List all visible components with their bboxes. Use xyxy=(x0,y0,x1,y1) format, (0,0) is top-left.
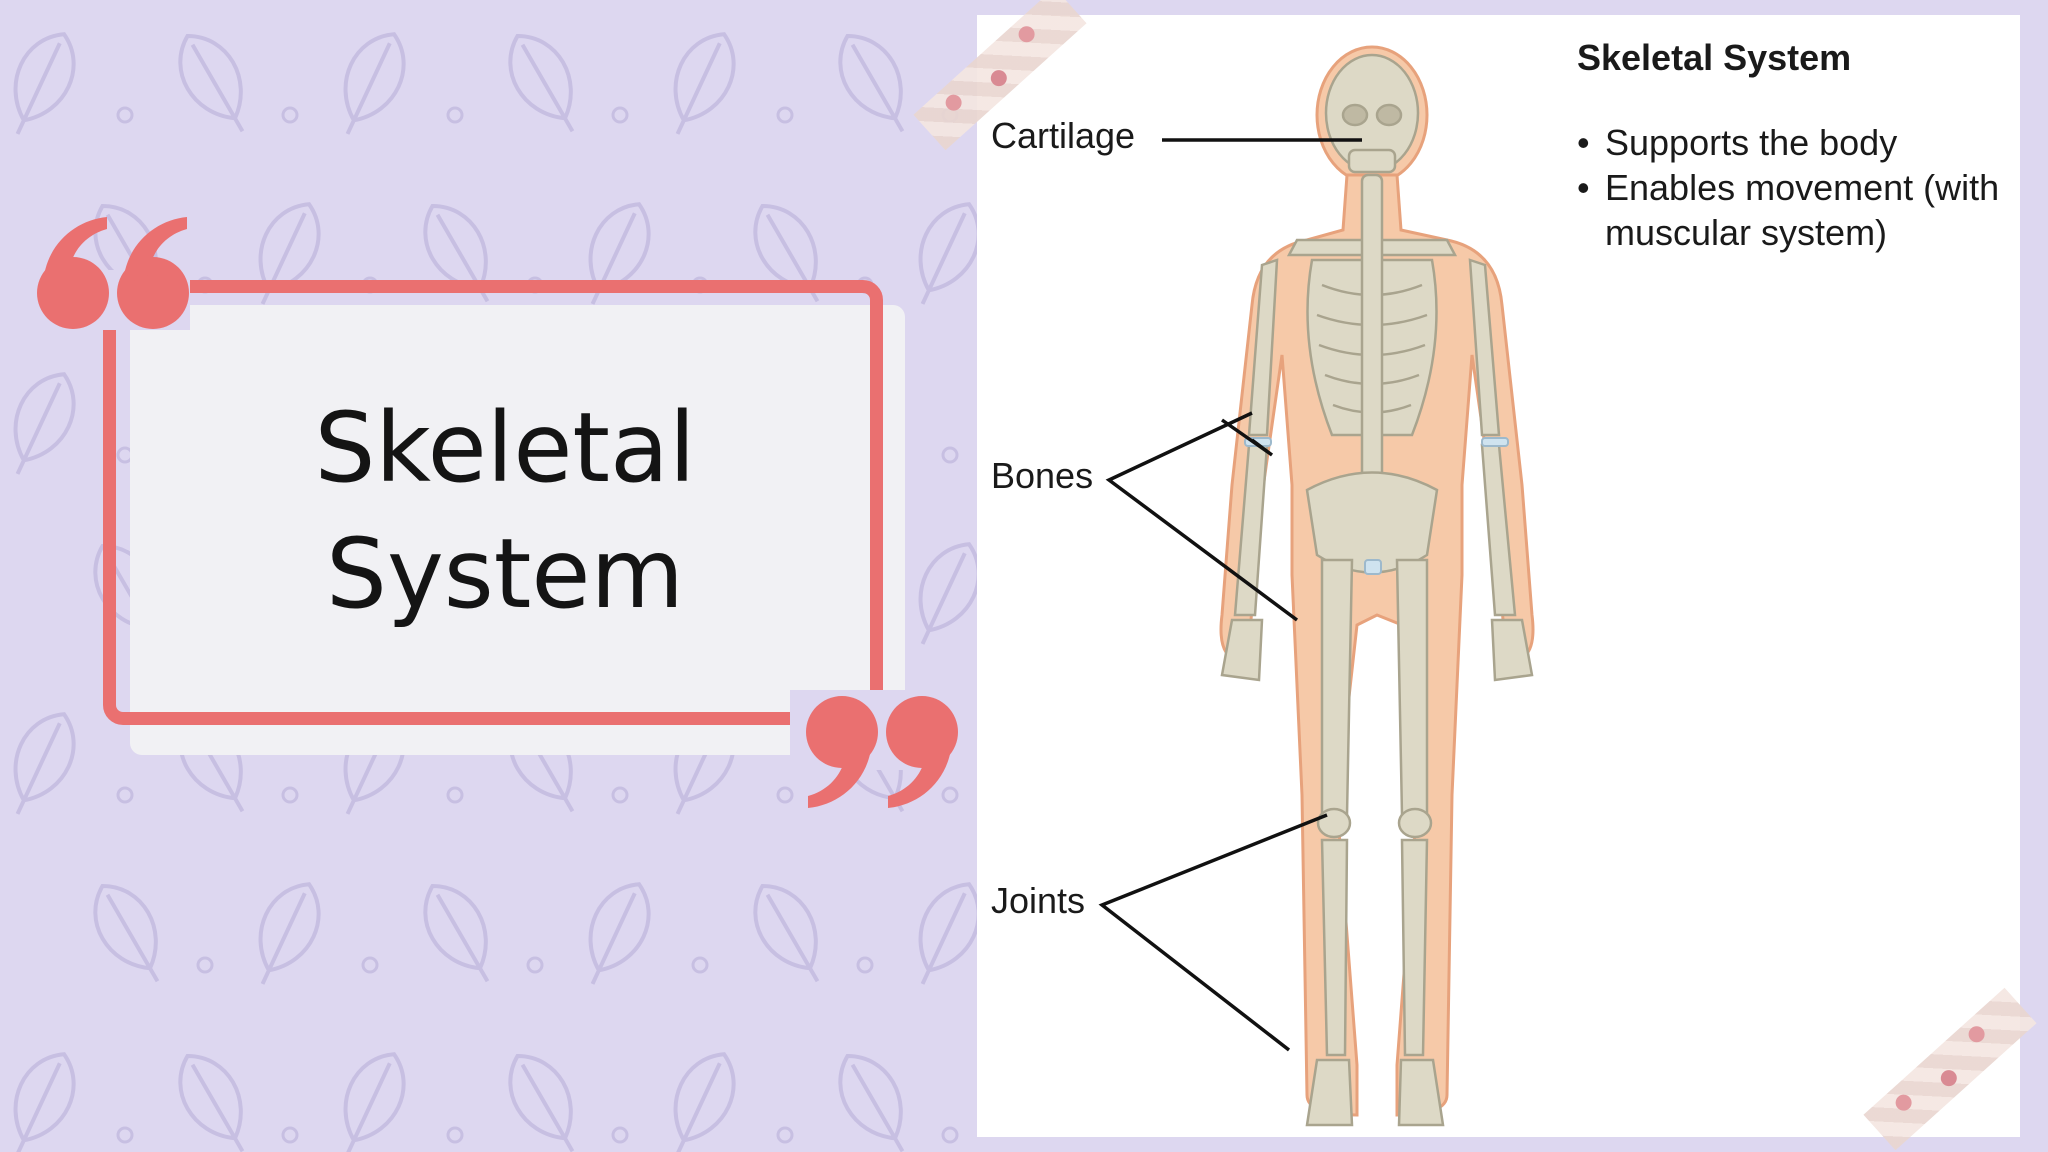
bones-leader xyxy=(1105,411,1299,622)
leaf-icon xyxy=(343,32,406,135)
right-foot xyxy=(1397,1058,1445,1127)
pattern-dot xyxy=(361,956,379,974)
close-quote-icon xyxy=(806,696,958,808)
left-tibia xyxy=(1320,838,1349,1057)
left-foot xyxy=(1305,1058,1354,1127)
bones xyxy=(1220,53,1534,1127)
skeleton-figure-panel: Cartilage Bones Joints Skeletal System S… xyxy=(977,15,2020,1137)
pattern-dot xyxy=(281,786,299,804)
pattern-dot xyxy=(446,106,464,124)
pattern-dot xyxy=(611,106,629,124)
right-hand xyxy=(1490,618,1534,682)
label-bones: Bones xyxy=(991,455,1094,496)
right-tibia xyxy=(1400,838,1429,1057)
pattern-dot xyxy=(776,786,794,804)
jaw xyxy=(1347,148,1397,174)
pattern-dot xyxy=(941,446,959,464)
leaf-icon xyxy=(13,372,76,475)
leader-lines xyxy=(1098,138,1362,1052)
pattern-dot xyxy=(611,786,629,804)
open-quote-icon xyxy=(37,217,189,329)
right-humerus xyxy=(1468,258,1501,437)
label-joints: Joints xyxy=(991,880,1086,921)
leaf-icon xyxy=(423,884,490,983)
pattern-dot xyxy=(196,956,214,974)
figure-bullets: Supports the body Enables movement (with… xyxy=(1577,120,2005,255)
pattern-dot xyxy=(941,786,959,804)
left-hand xyxy=(1220,618,1264,682)
figure-heading: Skeletal System xyxy=(1577,37,1852,78)
pattern-dot xyxy=(526,956,544,974)
right-femur xyxy=(1395,558,1429,817)
bullet-item: Supports the body xyxy=(1577,120,2005,165)
leaf-icon xyxy=(838,1054,905,1152)
pattern-dot xyxy=(281,1126,299,1144)
pattern-dot xyxy=(776,1126,794,1144)
leaf-icon xyxy=(753,884,820,983)
leaf-icon xyxy=(13,1052,76,1152)
pelvis xyxy=(1305,471,1439,574)
leaf-icon xyxy=(673,1052,736,1152)
leaf-icon xyxy=(673,32,736,135)
joints-leader xyxy=(1098,813,1328,1052)
right-knee xyxy=(1397,807,1433,839)
pattern-dot xyxy=(116,786,134,804)
leaf-icon xyxy=(93,884,160,983)
pattern-dot xyxy=(941,1126,959,1144)
leaf-icon xyxy=(13,32,76,135)
leaf-icon xyxy=(13,712,76,815)
leaf-icon xyxy=(178,1054,245,1152)
bullet-item: Enables movement (with muscular system) xyxy=(1577,165,2005,255)
pattern-dot xyxy=(446,786,464,804)
pattern-dot xyxy=(776,106,794,124)
pattern-dot xyxy=(446,1126,464,1144)
leaf-icon xyxy=(343,1052,406,1152)
quote-frame xyxy=(103,280,883,725)
pattern-dot xyxy=(116,106,134,124)
pattern-dot xyxy=(691,956,709,974)
leaf-icon xyxy=(258,882,321,985)
title-line-1: Skeletal xyxy=(314,392,696,504)
pattern-dot xyxy=(856,956,874,974)
pattern-dot xyxy=(611,1126,629,1144)
leaf-icon xyxy=(508,1054,575,1152)
title-line-2: System xyxy=(326,518,684,630)
label-cartilage: Cartilage xyxy=(991,115,1136,156)
left-humerus xyxy=(1247,258,1279,437)
slide-title: Skeletal System xyxy=(150,385,860,637)
leaf-icon xyxy=(178,34,245,133)
pattern-dot xyxy=(281,106,299,124)
pattern-dot xyxy=(116,1126,134,1144)
skeleton-illustration xyxy=(1098,45,1535,1127)
left-knee xyxy=(1316,807,1352,839)
title-card xyxy=(130,305,905,755)
leaf-icon xyxy=(838,34,905,133)
left-femur xyxy=(1320,558,1354,817)
spine xyxy=(1360,173,1384,497)
leaf-icon xyxy=(508,34,575,133)
leaf-icon xyxy=(588,882,651,985)
